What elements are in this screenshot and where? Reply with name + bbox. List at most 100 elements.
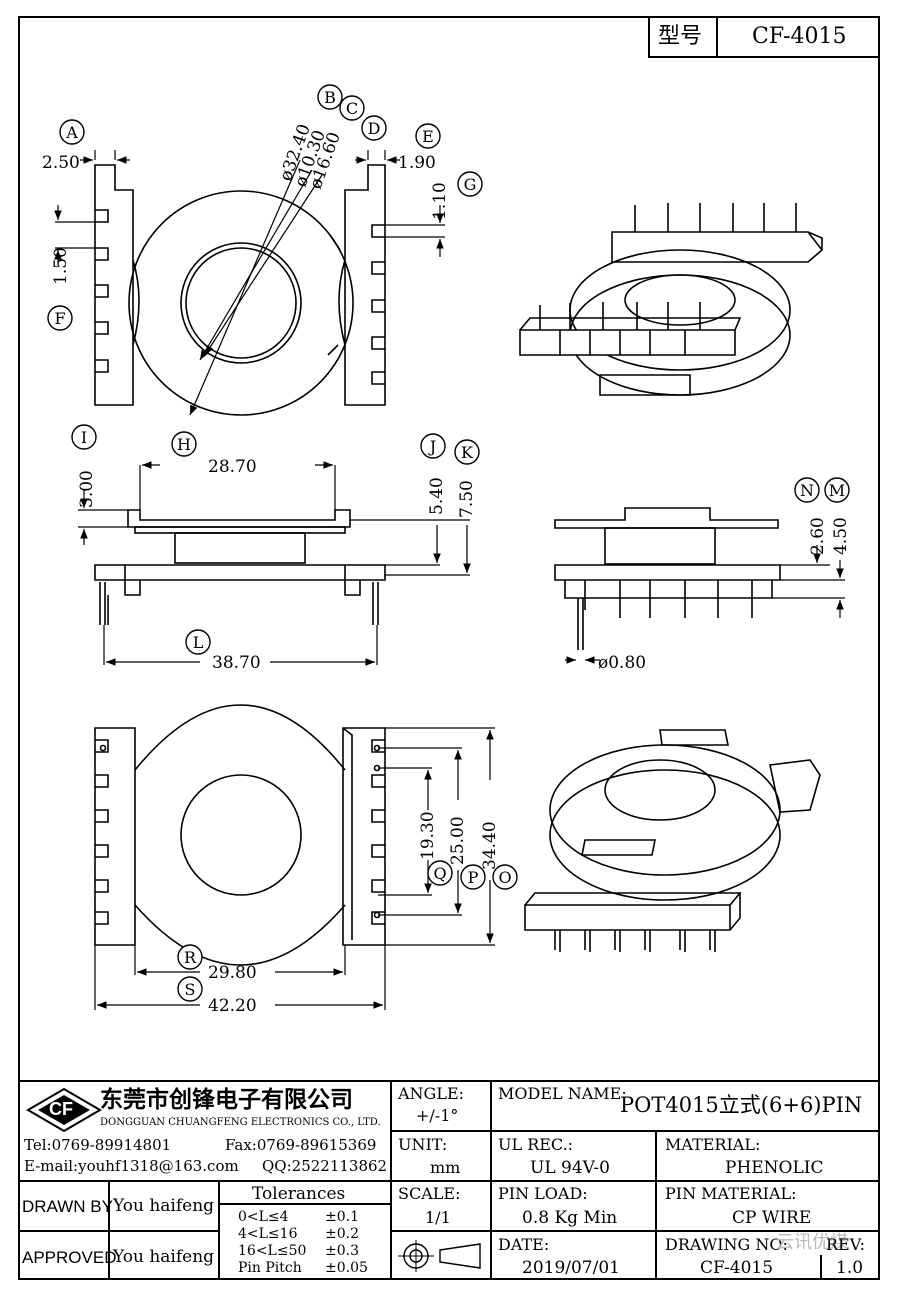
rev-value: 1.0 [836, 1258, 864, 1278]
dim-O-text: 34.40 [480, 821, 500, 870]
callout-letter-o: O [498, 868, 511, 887]
tb-div-3 [655, 1130, 657, 1280]
callout-circle-d [361, 115, 387, 141]
tol-range-1: 0<L≤4 [238, 1209, 289, 1225]
ul-label: UL REC.: [498, 1135, 574, 1154]
tb-h-1 [390, 1130, 880, 1132]
callout-letter-j: J [428, 437, 436, 456]
dim-S-text: 42.20 [208, 996, 257, 1016]
technical-drawing: 2.50 1.90 1.10 1.50 ø32.40 ø10.30 ø16.60… [42, 84, 851, 1016]
approved-value: You haifeng [113, 1247, 215, 1267]
tolerances-label: Tolerances [252, 1184, 346, 1204]
model-value: CF-4015 [752, 24, 847, 49]
right-terminal-block [344, 164, 386, 406]
unit-label: UNIT: [398, 1135, 448, 1154]
dim-Q-text: 19.30 [418, 811, 438, 860]
tb-rev-div [820, 1255, 822, 1280]
callout-letter-a: A [65, 123, 78, 142]
angle-label: ANGLE: [398, 1084, 465, 1103]
callout-circle-e [415, 123, 441, 149]
dim-K-text: 7.50 [457, 480, 477, 518]
material-value: PHENOLIC [725, 1158, 824, 1178]
email: E-mail:youhf1318@163.com [24, 1157, 239, 1175]
model-box-divider [716, 16, 718, 58]
callout-letter-d: D [368, 119, 381, 138]
callout-letter-h: H [177, 435, 191, 454]
dim-H-text: 28.70 [208, 457, 257, 477]
pinload-label: PIN LOAD: [498, 1184, 588, 1203]
left-terminal-block [94, 164, 134, 406]
scale-value: 1/1 [425, 1208, 451, 1227]
watermark: 云讯优煤 [776, 1232, 848, 1253]
callout-letter-r: R [184, 948, 197, 967]
callout-letter-k: K [461, 443, 474, 462]
callout-letter-l: L [193, 633, 204, 652]
tol-range-4: Pin Pitch [238, 1260, 302, 1276]
dim-N-text: 2.60 [808, 517, 828, 555]
dim-J-text: 5.40 [427, 477, 447, 515]
callout-letter-e: E [422, 127, 434, 146]
iso-view-bottom [524, 729, 821, 952]
pinmat-label: PIN MATERIAL: [665, 1184, 797, 1203]
callout-letter-i: I [81, 428, 87, 447]
callout-circle-q [427, 860, 453, 886]
date-label: DATE: [498, 1235, 550, 1254]
dim-E-text: 1.90 [398, 153, 436, 173]
callout-letter-g: G [464, 175, 477, 194]
callout-letter-f: F [54, 309, 65, 328]
tol-value-2: ±0.2 [325, 1226, 359, 1242]
callout-circle-k [454, 439, 480, 465]
iso-view-top [519, 203, 824, 396]
angle-value: +/-1° [416, 1106, 459, 1125]
callout-circle-n [794, 477, 820, 503]
drawing-no-label: DRAWING NO: [665, 1235, 788, 1254]
callout-circle-c [339, 95, 365, 121]
scale-label: SCALE: [398, 1184, 461, 1203]
qq: QQ:2522113862 [262, 1157, 388, 1175]
pinmat-value: CP WIRE [732, 1208, 812, 1228]
model-name-value: POT4015立式(6+6)PIN [620, 1093, 863, 1117]
callout-letter-b: B [324, 88, 336, 107]
drawn-by-value: You haifeng [113, 1196, 215, 1216]
callout-circle-f [47, 305, 73, 331]
tol-range-2: 4<L≤16 [238, 1226, 298, 1242]
callout-circle-a [59, 119, 85, 145]
material-label: MATERIAL: [665, 1135, 761, 1154]
callout-circle-o [492, 864, 518, 890]
dim-pin-text: ø0.80 [598, 653, 646, 673]
tol-range-3: 16<L≤50 [238, 1243, 307, 1259]
inner-core-circle [180, 242, 302, 364]
company-logo [26, 1087, 102, 1133]
tol-value-3: ±0.3 [325, 1243, 359, 1259]
callout-letter-s: S [185, 980, 196, 999]
callout-circle-g [457, 171, 483, 197]
tol-value-1: ±0.1 [325, 1209, 359, 1225]
callout-circle-r [177, 944, 203, 970]
company-name-en: DONGGUAN CHUANGFENG ELECTRONICS CO., LTD… [100, 1117, 381, 1128]
callout-circle-l [185, 629, 211, 655]
callout-letter-c: C [346, 99, 358, 118]
projection-symbol [398, 1240, 481, 1272]
pinload-value: 0.8 Kg Min [522, 1208, 618, 1228]
bottom-core-circle [180, 774, 302, 896]
tb-div-tol [218, 1180, 220, 1280]
callout-circle-j [420, 433, 446, 459]
callout-circle-h [171, 431, 197, 457]
callout-circle-i [71, 424, 97, 450]
fax: Fax:0769-89615369 [225, 1136, 377, 1154]
dim-G-text: 1.10 [430, 182, 450, 220]
drawn-by-label: DRAWN BY [22, 1197, 113, 1216]
model-label: 型号 [658, 24, 703, 49]
front-view [94, 509, 386, 625]
dim-P-text: 25.00 [448, 816, 468, 865]
approved-label: APPROVED [22, 1248, 117, 1267]
top-view [94, 164, 386, 416]
dim-R-text: 29.80 [208, 963, 257, 983]
callout-letter-m: M [829, 481, 845, 500]
dim-M-text: 4.50 [831, 517, 851, 555]
tb-h-4 [18, 1230, 218, 1232]
top-view-dims [54, 150, 445, 416]
callout-circle-b [317, 84, 343, 110]
